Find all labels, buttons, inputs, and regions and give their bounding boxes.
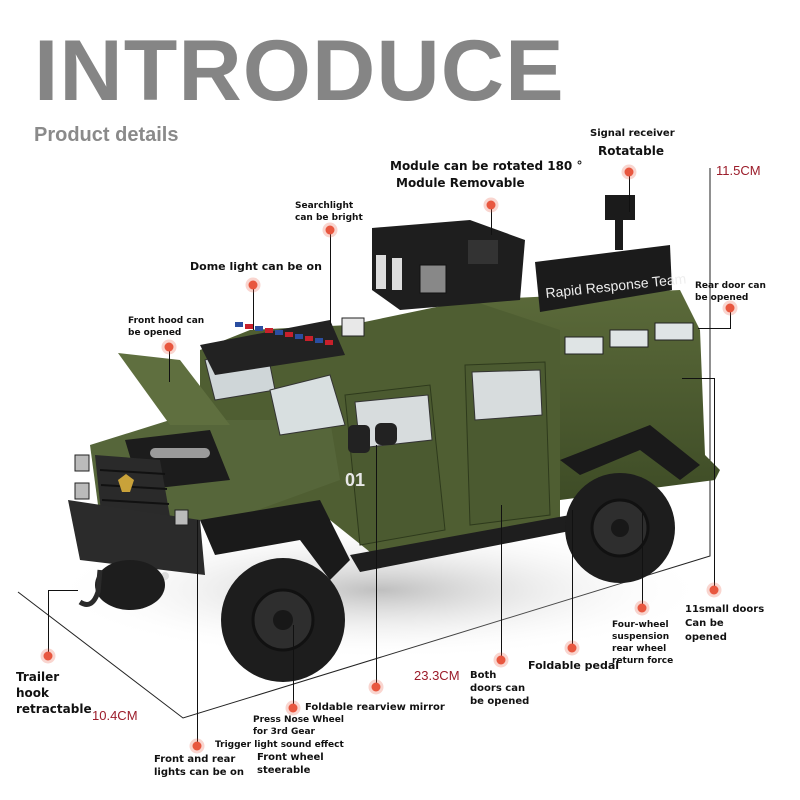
label-module-removable: Module Removable (396, 176, 525, 190)
leader-line (48, 590, 49, 655)
callout-dot (43, 651, 53, 661)
callout-dot (496, 655, 506, 665)
svg-text:01: 01 (345, 470, 365, 490)
label-small-doors-2: Can be (685, 618, 724, 629)
callout-dot (288, 703, 298, 713)
page-subtitle: Product details (34, 124, 179, 146)
label-rear-door: Rear door can (695, 281, 766, 291)
label-suspension-3: rear wheel (612, 644, 667, 654)
leader-line (253, 285, 254, 330)
leader-line (629, 172, 630, 212)
leader-line (698, 328, 731, 329)
page-title: INTRODUCE (34, 23, 565, 119)
callout-dot (637, 603, 647, 613)
leader-line (714, 378, 715, 588)
leader-line (48, 590, 78, 591)
callout-dot (325, 225, 335, 235)
label-lights: Front and rear (154, 754, 236, 765)
label-suspension-4: return force (612, 656, 674, 666)
callout-dot (486, 200, 496, 210)
label-front-hood: Front hood can (128, 316, 205, 326)
label-rearview-mirror: Foldable rearview mirror (305, 702, 445, 713)
label-module-rotate: Module can be rotated 180 ° (390, 159, 583, 173)
callout-dot (164, 342, 174, 352)
label-signal-rotatable: Rotatable (598, 144, 664, 158)
leader-line (572, 510, 573, 645)
leader-line (501, 505, 502, 660)
label-both-doors: Both (470, 670, 497, 681)
label-searchlight-bright: can be bright (295, 213, 363, 223)
label-nose-wheel-2: for 3rd Gear (253, 727, 315, 737)
callout-dot (725, 303, 735, 313)
leader-line (491, 205, 492, 235)
label-small-doors-3: opened (685, 632, 727, 643)
label-foldable-pedal: Foldable pedal (528, 659, 620, 672)
callout-dot (709, 585, 719, 595)
label-signal-receiver: Signal receiver (590, 128, 675, 139)
dimension-height: 11.5CM (716, 163, 761, 178)
label-trailer-hook-3: retractable (16, 702, 92, 716)
leader-line (197, 520, 198, 745)
leader-line (682, 378, 715, 379)
label-nose-wheel-3: Trigger light sound effect (215, 740, 344, 750)
label-searchlight: Searchlight (295, 201, 354, 211)
label-both-doors-3: be opened (470, 696, 530, 707)
label-front-wheel: Front wheel (257, 752, 324, 763)
leader-line (376, 445, 377, 685)
label-suspension: Four-wheel (612, 620, 669, 630)
dimension-length: 23.3CM (414, 668, 460, 683)
label-both-doors-2: doors can (470, 683, 526, 694)
callout-dot (192, 741, 202, 751)
label-rear-door-2: be opened (695, 293, 749, 303)
label-front-wheel-2: steerable (257, 765, 311, 776)
label-dome-light: Dome light can be on (190, 260, 322, 273)
callout-dot (567, 643, 577, 653)
label-front-hood-2: be opened (128, 328, 182, 338)
leader-line (293, 625, 294, 708)
label-lights-2: lights can be on (154, 767, 245, 778)
callout-dot (624, 167, 634, 177)
label-trailer-hook: Trailer (16, 670, 60, 684)
label-suspension-2: suspension (612, 632, 670, 642)
leader-line (330, 230, 331, 325)
label-nose-wheel: Press Nose Wheel (253, 715, 344, 725)
callout-dot (371, 682, 381, 692)
leader-line (642, 510, 643, 605)
callout-dot (248, 280, 258, 290)
label-small-doors: 11small doors (685, 604, 765, 615)
leader-line (730, 310, 731, 328)
leader-line (169, 347, 170, 382)
label-trailer-hook-2: hook (16, 686, 50, 700)
dimension-width: 10.4CM (92, 708, 138, 723)
